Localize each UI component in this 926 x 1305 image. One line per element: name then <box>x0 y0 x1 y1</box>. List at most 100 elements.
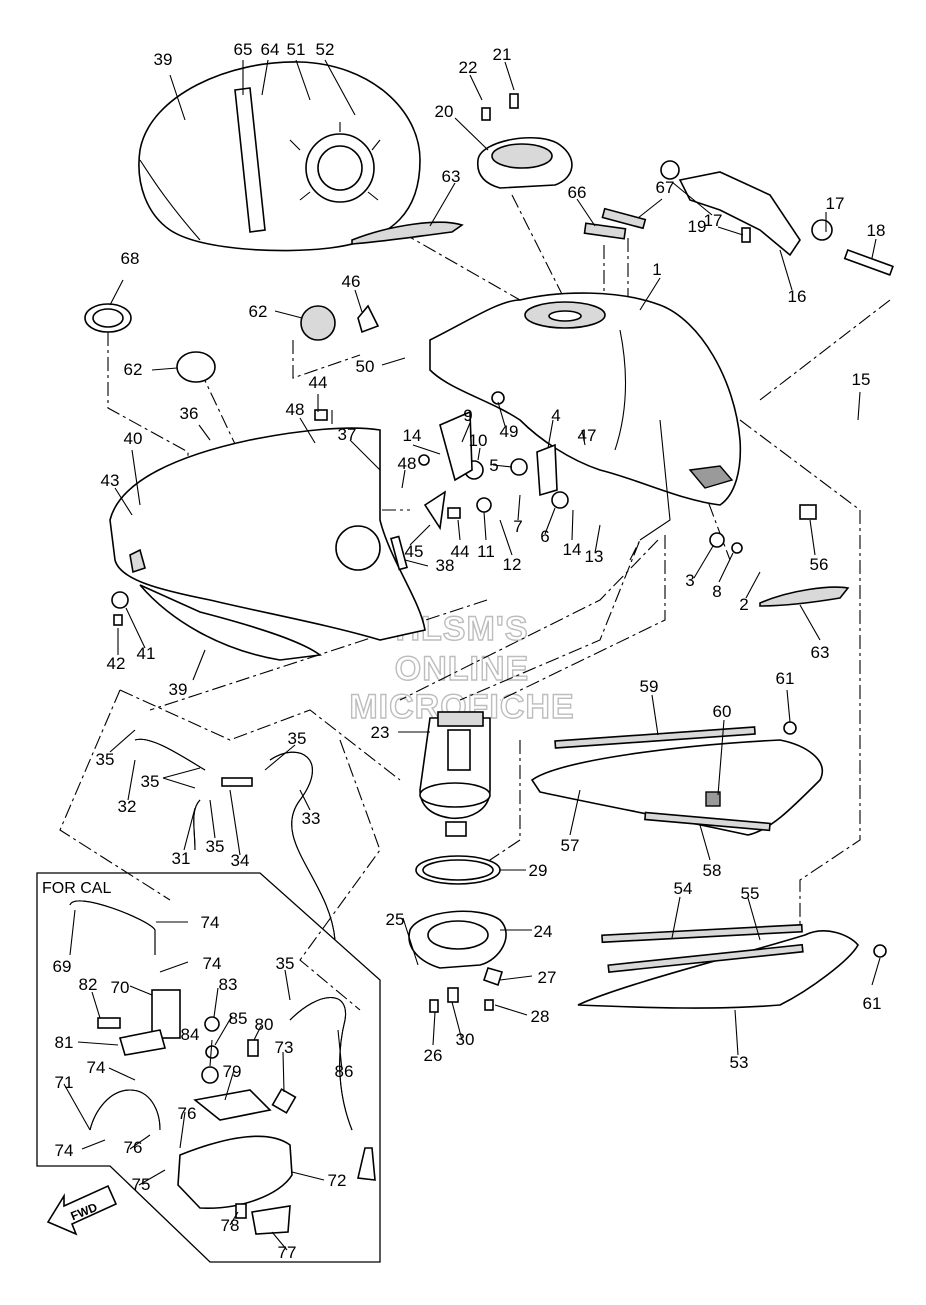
callout-27: 27 <box>538 968 557 987</box>
bracket-assembly <box>678 171 801 257</box>
callout-44-upper: 44 <box>309 373 328 392</box>
callout-10: 10 <box>469 431 488 450</box>
callout-73: 73 <box>275 1038 294 1057</box>
callout-48-upper: 48 <box>286 400 305 419</box>
callout-74-a: 74 <box>201 913 220 932</box>
callout-61-upper: 61 <box>776 669 795 688</box>
callout-26: 26 <box>424 1046 443 1065</box>
callout-35-d: 35 <box>206 837 225 856</box>
callout-7: 7 <box>513 517 522 536</box>
callout-54: 54 <box>674 879 693 898</box>
callout-1: 1 <box>652 260 661 279</box>
callout-44-lower: 44 <box>451 542 470 561</box>
callout-42: 42 <box>107 654 126 673</box>
callout-60: 60 <box>713 702 732 721</box>
callout-77: 77 <box>278 1243 297 1262</box>
callout-14-right: 14 <box>563 540 582 559</box>
callout-6: 6 <box>540 527 549 546</box>
callout-29: 29 <box>529 861 548 880</box>
callout-20: 20 <box>435 102 454 121</box>
callout-76-upper: 76 <box>178 1104 197 1123</box>
callout-15: 15 <box>852 370 871 389</box>
callout-84: 84 <box>181 1025 200 1044</box>
for-cal-inset: FOR CAL <box>36 872 381 1263</box>
pad-66 <box>583 222 627 240</box>
callout-16: 16 <box>788 287 807 306</box>
callout-68: 68 <box>121 249 140 268</box>
callout-65: 65 <box>234 40 253 59</box>
callout-74-c: 74 <box>87 1058 106 1077</box>
side-cover <box>109 427 426 641</box>
callout-38: 38 <box>436 556 455 575</box>
callout-36: 36 <box>180 404 199 423</box>
callout-17-left: 17 <box>704 211 723 230</box>
callout-labels: 39 65 64 51 52 22 21 20 63 66 67 17 17 1… <box>53 40 886 1262</box>
callout-57: 57 <box>561 836 580 855</box>
callout-70: 70 <box>111 978 130 997</box>
callout-78: 78 <box>221 1216 240 1235</box>
parts <box>69 61 894 1235</box>
canister-72 <box>177 1135 293 1209</box>
tank-strip-upper <box>351 221 464 245</box>
fwd-arrow: FWD <box>46 1184 118 1236</box>
callout-39-lower: 39 <box>169 680 188 699</box>
callout-82: 82 <box>79 975 98 994</box>
callout-18: 18 <box>867 221 886 240</box>
callout-74-d: 74 <box>55 1141 74 1160</box>
callout-35-c: 35 <box>141 772 160 791</box>
emblem-62-upper <box>300 305 336 341</box>
callout-67: 67 <box>656 178 675 197</box>
callout-74-b: 74 <box>203 954 222 973</box>
callout-61-lower: 61 <box>863 994 882 1013</box>
callout-53: 53 <box>730 1053 749 1072</box>
callout-48-lower: 48 <box>398 454 417 473</box>
callout-34: 34 <box>231 851 250 870</box>
callout-52: 52 <box>316 40 335 59</box>
callout-40: 40 <box>124 429 143 448</box>
callout-79: 79 <box>223 1062 242 1081</box>
callout-13: 13 <box>585 547 604 566</box>
callout-11: 11 <box>477 542 495 561</box>
callout-4: 4 <box>551 406 560 425</box>
callout-30: 30 <box>456 1030 475 1049</box>
tank-cover-upper <box>138 61 421 252</box>
callout-2: 2 <box>739 595 748 614</box>
callout-45: 45 <box>405 542 424 561</box>
callout-58: 58 <box>703 861 722 880</box>
callout-69: 69 <box>53 957 72 976</box>
callout-46: 46 <box>342 272 361 291</box>
callout-43: 43 <box>101 471 120 490</box>
callout-22: 22 <box>459 58 478 77</box>
callout-19: 19 <box>688 217 707 236</box>
emblem-62-lower <box>176 351 216 383</box>
callout-23: 23 <box>371 723 390 742</box>
watermark-line-2: ONLINE <box>395 650 529 688</box>
callout-63-lower: 63 <box>811 643 830 662</box>
callout-31: 31 <box>172 849 191 868</box>
callout-32: 32 <box>118 797 137 816</box>
callout-14-left: 14 <box>403 426 422 445</box>
callout-9: 9 <box>463 406 472 425</box>
callout-64: 64 <box>261 40 280 59</box>
callout-66: 66 <box>568 183 587 202</box>
callout-12: 12 <box>503 555 522 574</box>
callout-35-a: 35 <box>96 750 115 769</box>
callout-39: 39 <box>154 50 173 69</box>
callout-35-b: 35 <box>288 729 307 748</box>
callout-75: 75 <box>132 1175 151 1194</box>
callout-56: 56 <box>810 555 829 574</box>
callout-76-lower: 76 <box>124 1138 143 1157</box>
callout-83: 83 <box>219 975 238 994</box>
callout-71: 71 <box>55 1073 74 1092</box>
tank-strip-lower <box>759 586 850 607</box>
callout-3: 3 <box>685 571 694 590</box>
pad-67 <box>601 207 647 230</box>
callout-21: 21 <box>493 45 512 64</box>
callout-17-right: 17 <box>826 194 845 213</box>
callout-63: 63 <box>442 167 461 186</box>
callout-59: 59 <box>640 677 659 696</box>
callout-24: 24 <box>534 922 553 941</box>
callout-85: 85 <box>229 1009 248 1028</box>
callout-51: 51 <box>287 40 306 59</box>
